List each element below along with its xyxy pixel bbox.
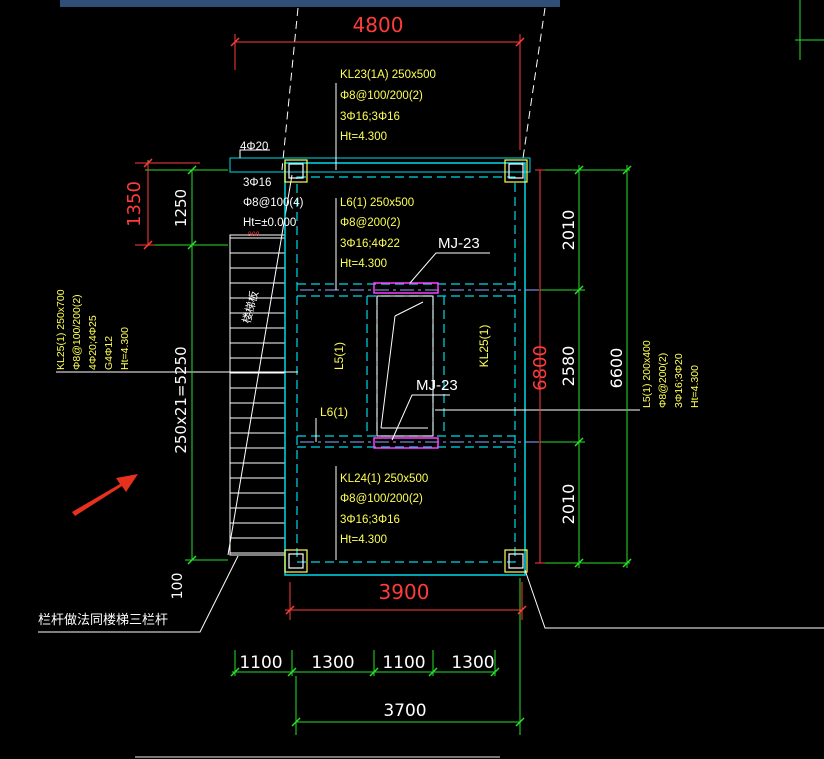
dim-left-stair: 250x21=5250 — [172, 346, 190, 453]
svg-text:Φ8@200(2): Φ8@200(2) — [340, 217, 401, 229]
svg-text:4Φ20: 4Φ20 — [240, 141, 268, 153]
svg-text:3Φ16: 3Φ16 — [243, 177, 271, 189]
svg-text:Ht=4.300: Ht=4.300 — [340, 258, 387, 270]
svg-text:Ht=4.300: Ht=4.300 — [340, 131, 387, 143]
dim-right-inner: 6800 — [530, 345, 551, 391]
svg-text:3Φ16;3Φ16: 3Φ16;3Φ16 — [340, 514, 400, 526]
annotation-l5: L5(1) 200x400 Φ8@200(2) 3Φ16;3Φ20 Ht=4.3… — [641, 340, 701, 408]
svg-text:3Φ16;3Φ16: 3Φ16;3Φ16 — [340, 111, 400, 123]
annotation-kl25: KL25(1) 250x700 Φ8@100/200(2) 4Φ20;4Φ25 … — [55, 289, 131, 370]
guide-lines — [281, 7, 546, 171]
svg-text:KL24(1) 250x500: KL24(1) 250x500 — [340, 473, 428, 485]
dim-bottom-inner: 3900 — [379, 580, 430, 604]
svg-text:L6(1) 250x500: L6(1) 250x500 — [340, 197, 414, 209]
svg-text:Ht=±0.000: Ht=±0.000 — [243, 217, 296, 229]
dim-bottom-seg-4: 1300 — [451, 653, 494, 673]
svg-text:4Φ20;4Φ25: 4Φ20;4Φ25 — [87, 315, 99, 370]
label-mj23-top: MJ-23 — [438, 235, 480, 252]
svg-text:Φ8@100/200(2): Φ8@100/200(2) — [340, 493, 423, 505]
dimension-lines-red — [135, 34, 545, 620]
dim-right-seg-2: 2580 — [559, 346, 578, 387]
svg-text:3Φ16;3Φ20: 3Φ16;3Φ20 — [673, 353, 685, 408]
label-l6-small: L6(1) — [320, 405, 348, 419]
label-mj23-bottom: MJ-23 — [416, 377, 458, 394]
svg-text:L5(1) 200x400: L5(1) 200x400 — [641, 340, 653, 408]
svg-text:3Φ16;4Φ22: 3Φ16;4Φ22 — [340, 238, 400, 250]
dim-top-overall: 4800 — [353, 13, 404, 37]
leader-lines — [38, 83, 824, 633]
dim-bottom-seg-1: 1100 — [239, 653, 282, 673]
dim-right-seg-1: 2010 — [559, 210, 578, 251]
svg-text:G4Φ12: G4Φ12 — [103, 336, 115, 370]
dim-left-upper-red: 1350 — [124, 181, 145, 227]
structural-frame — [229, 157, 540, 576]
svg-text:Ht=4.300: Ht=4.300 — [119, 327, 131, 370]
dim-right-total: 6600 — [607, 348, 626, 389]
svg-text:Ht=4.300: Ht=4.300 — [340, 534, 387, 546]
annotation-column: 4Φ20 3Φ16 Φ8@100(4) Ht=±0.000 — [240, 141, 304, 229]
dim-right-seg-3: 2010 — [559, 484, 578, 525]
svg-text:Φ8@100/200(2): Φ8@100/200(2) — [71, 294, 83, 370]
dim-bottom-seg-3: 1100 — [382, 653, 425, 673]
svg-text:Φ8@100/200(2): Φ8@100/200(2) — [340, 90, 423, 102]
annotation-kl23: KL23(1A) 250x500 Φ8@100/200(2) 3Φ16;3Φ16… — [340, 69, 436, 143]
annotation-kl24: KL24(1) 250x500 Φ8@100/200(2) 3Φ16;3Φ16 … — [340, 473, 428, 546]
dimension-ticks-red — [143, 37, 527, 615]
dimension-ticks-green — [187, 165, 632, 727]
svg-text:Ht=4.300: Ht=4.300 — [689, 365, 701, 408]
label-railing-note: 栏杆做法同楼梯三栏杆 — [38, 612, 168, 627]
top-toolbar-strip — [60, 0, 560, 7]
svg-text:Φ8@100(4): Φ8@100(4) — [243, 197, 304, 209]
svg-text:Φ8@200(2): Φ8@200(2) — [657, 353, 669, 408]
svg-text:KL25(1) 250x700: KL25(1) 250x700 — [55, 289, 67, 370]
label-kl25-right: KL25(1) — [477, 325, 491, 368]
dim-small-red: 900 — [248, 231, 260, 238]
opening-mj23-bottom[interactable] — [373, 437, 439, 449]
pointer-arrow-icon — [72, 474, 138, 516]
dim-bottom-total: 3700 — [383, 701, 426, 721]
label-l5-left: L5(1) — [332, 342, 346, 370]
dim-left-bottom: 100 — [170, 573, 186, 600]
annotation-l6: L6(1) 250x500 Φ8@200(2) 3Φ16;4Φ22 Ht=4.3… — [340, 197, 414, 270]
opening-mj23-top[interactable] — [373, 282, 439, 294]
columns — [284, 159, 528, 573]
dim-left-upper: 1250 — [172, 189, 190, 227]
svg-text:KL23(1A) 250x500: KL23(1A) 250x500 — [340, 69, 436, 81]
stair-flight — [227, 174, 293, 556]
dim-bottom-seg-2: 1300 — [311, 653, 354, 673]
